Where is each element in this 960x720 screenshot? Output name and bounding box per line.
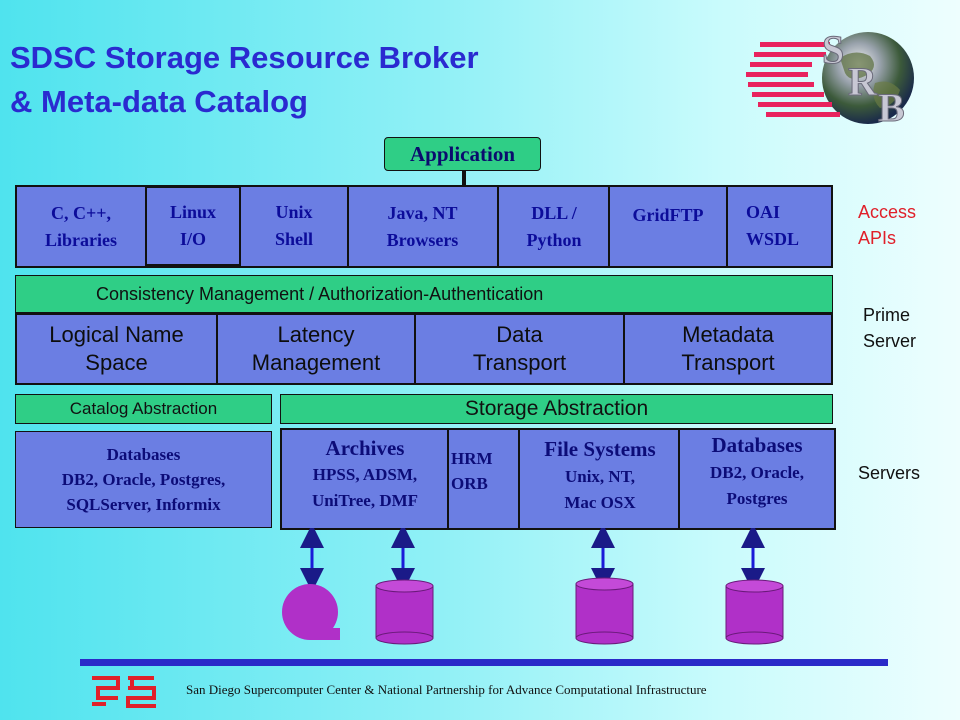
application-box: Application [384,137,541,171]
api-java-nt-browsers: Java, NT Browsers [386,203,459,250]
logo-letter-b: B [878,85,906,131]
api-divider [497,187,499,266]
storage-databases-title: Databases [711,433,803,457]
disk-cylinder-icon [575,577,634,645]
storage-divider [447,430,449,528]
storage-divider [678,430,680,528]
disk-cylinder-icon [725,579,784,645]
prime-server-label: Prime Server [863,305,917,351]
catalog-databases-box: Databases DB2, Oracle, Postgres, SQLServ… [15,431,272,528]
latency-management: Latency Management [251,322,381,375]
prime-divider [216,315,218,383]
file-systems-cell: File Systems Unix, NT, Mac OSX [522,434,678,526]
archives-title: Archives [325,436,405,460]
file-systems-list: Unix, NT, Mac OSX [564,467,636,512]
srb-logo: S R B [740,27,925,131]
archives-list: HPSS, ADSM, UniTree, DMF [311,465,419,510]
prime-server-layer [15,313,833,385]
prime-divider [623,315,625,383]
file-systems-title: File Systems [544,437,656,461]
servers-label: Servers [858,463,921,483]
srb-globe-icon [746,32,914,124]
disk-cylinder-icon [375,579,434,645]
logical-name-space: Logical Name Space [49,322,184,375]
storage-abstraction-bar: Storage Abstraction [280,394,833,424]
consistency-management-bar: Consistency Management / Authorization-A… [15,275,833,313]
storage-devices-graphic [282,528,784,645]
storage-servers-layer [280,428,836,530]
slide-title-line1: SDSC Storage Resource Broker [10,40,479,75]
slide-title-line2: & Meta-data Catalog [10,84,308,119]
data-transport: Data Transport [472,322,567,375]
api-unix-shell: Unix Shell [274,202,313,249]
api-oai-wsdl: OAI WSDL [746,202,800,249]
logo-letter-s: S [821,27,845,73]
storage-databases-cell: Databases DB2, Oracle, Postgres [681,430,833,526]
api-divider [608,187,610,266]
access-apis-layer [15,185,833,268]
api-linux-io: Linux I/O [145,186,241,266]
application-connector [462,171,466,185]
footer-rule [80,659,888,666]
api-divider [726,187,728,266]
catalog-abstraction-bar: Catalog Abstraction [15,394,272,424]
prime-divider [414,315,416,383]
catalog-databases-title: Databases [106,445,181,464]
hrm-orb-cell: HRM ORB [451,449,493,493]
archives-cell: Archives HPSS, ADSM, UniTree, DMF [284,434,446,526]
footer-text: San Diego Supercomputer Center & Nationa… [186,682,707,697]
double-arrow-icon [300,528,765,592]
logo-letter-r: R [848,59,878,105]
access-apis-label: Access APIs [858,202,917,248]
api-dll-python: DLL / Python [526,203,582,250]
catalog-databases-list: DB2, Oracle, Postgres, SQLServer, Inform… [61,470,226,514]
tape-archive-icon [282,584,340,640]
metadata-transport: Metadata Transport [681,322,775,375]
api-c-cpp-libraries: C, C++, Libraries [45,203,117,250]
sdsc-logo-icon [92,676,156,708]
slide-title: SDSC Storage Resource Broker & Meta-data… [10,36,479,124]
storage-databases-list: DB2, Oracle, Postgres [710,463,804,508]
api-divider [347,187,349,266]
storage-divider [518,430,520,528]
api-gridftp: GridFTP [632,204,704,225]
